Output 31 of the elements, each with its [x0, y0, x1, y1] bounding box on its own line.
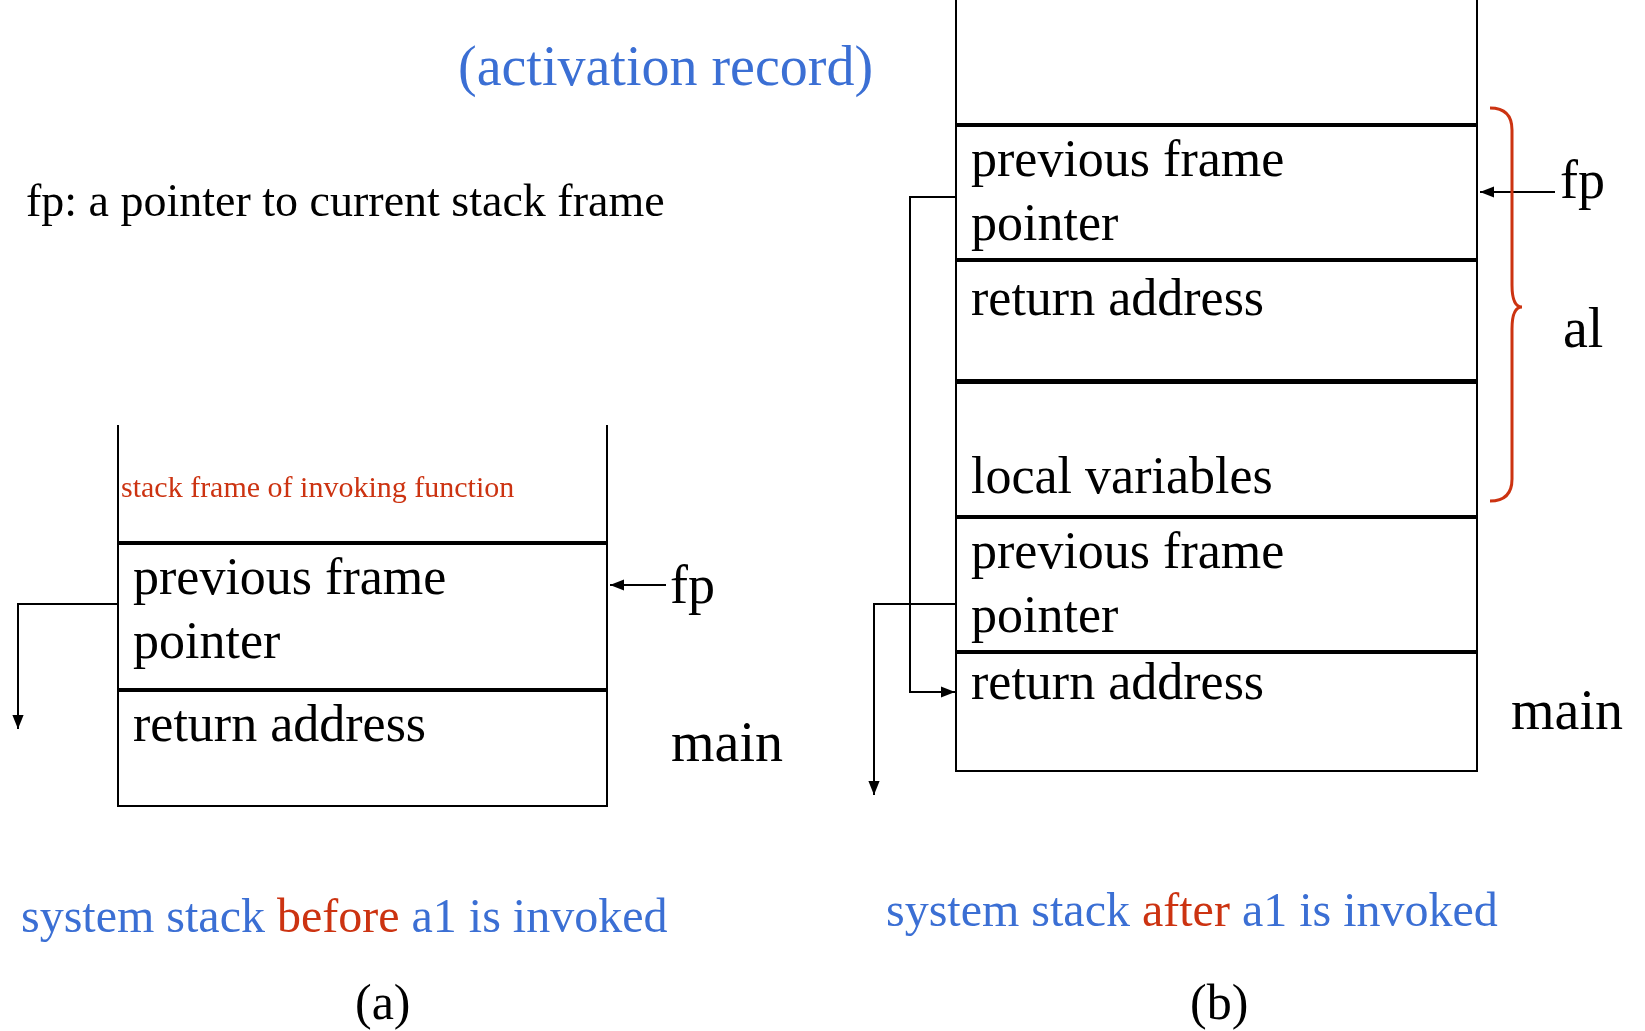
stack-cell [955, 260, 1478, 381]
caption: system stack before a1 is invoked [21, 890, 668, 943]
stack-cell [955, 652, 1478, 772]
bracket-label: al [1563, 298, 1604, 360]
stack-cell [955, 0, 1478, 125]
stack-cell [117, 543, 608, 690]
stack-cell [117, 425, 608, 543]
arrow [1479, 186, 1556, 198]
cell-label: return address [971, 268, 1265, 328]
stack-label: main [671, 712, 783, 774]
panel-label: (a) [355, 975, 411, 1030]
title: (activation record) [458, 34, 874, 98]
arrow [909, 196, 956, 698]
caption: system stack after a1 is invoked [886, 884, 1498, 937]
arrow [868, 603, 956, 796]
panel-label: (b) [1190, 975, 1249, 1030]
cell-label: stack frame of invoking function [121, 469, 515, 505]
arrow [12, 603, 118, 730]
stack-cell [117, 690, 608, 807]
stack-cell [955, 517, 1478, 652]
pointer-label: fp [1560, 150, 1605, 210]
cell-label: return address [133, 694, 427, 754]
cell-label: return address [971, 652, 1265, 712]
arrow [609, 579, 667, 591]
label-text: fp: a pointer to current stack frame [26, 176, 665, 227]
stack-cell [955, 125, 1478, 260]
pointer-label: fp [670, 555, 715, 615]
stack-label: main [1511, 680, 1623, 742]
cell-label: local variables [971, 446, 1273, 506]
cell-label: previous frame pointer [133, 547, 448, 671]
stack-cell [955, 381, 1478, 517]
